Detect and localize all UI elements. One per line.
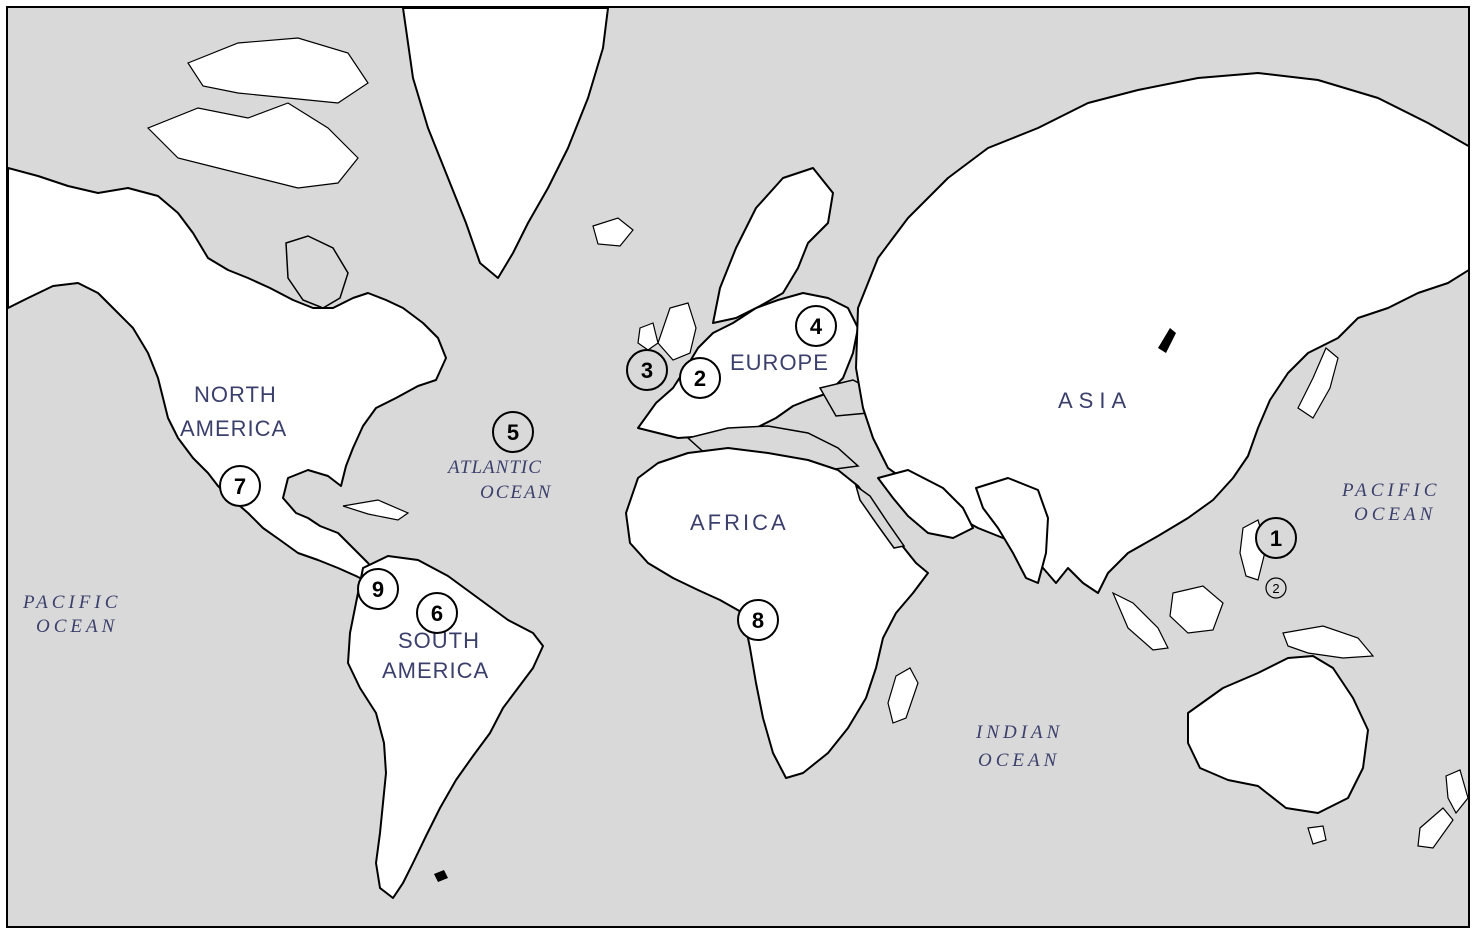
- marker-2-europe: 2: [679, 357, 721, 399]
- svg-text:4: 4: [810, 314, 823, 339]
- lake-baikal: [1158, 328, 1176, 353]
- new-zealand-north: [1445, 769, 1468, 815]
- svg-text:2: 2: [1272, 581, 1279, 596]
- label-pacific-ocean-east-line1: PACIFIC: [1341, 480, 1440, 501]
- japan: [1297, 347, 1339, 419]
- marker-3: 3: [626, 349, 668, 391]
- india: [975, 477, 1049, 584]
- falkland-islands: [434, 870, 448, 882]
- svg-text:8: 8: [752, 608, 764, 633]
- label-north-america-line2: AMERICA: [180, 416, 287, 441]
- arctic-islands: [146, 102, 359, 189]
- british-isles: [657, 302, 697, 361]
- svg-text:5: 5: [507, 420, 519, 445]
- marker-8: 8: [737, 599, 779, 641]
- borneo: [1169, 585, 1224, 634]
- new-zealand-south: [1417, 807, 1454, 849]
- label-atlantic-ocean-line1: ATLANTIC: [446, 457, 542, 478]
- tasmania: [1307, 825, 1327, 845]
- label-south-america-line2: AMERICA: [382, 658, 489, 683]
- ireland: [637, 322, 659, 351]
- arabian-peninsula: [877, 469, 974, 539]
- label-europe: EUROPE: [730, 350, 829, 375]
- label-indian-ocean-line2: OCEAN: [978, 750, 1060, 771]
- svg-text:3: 3: [641, 358, 653, 383]
- marker-9: 9: [357, 568, 399, 610]
- australia-landmass: [1187, 655, 1369, 814]
- label-pacific-ocean-west-line1: PACIFIC: [22, 592, 121, 613]
- label-pacific-ocean-west-line2: OCEAN: [36, 616, 118, 637]
- label-indian-ocean-line1: INDIAN: [975, 722, 1063, 743]
- cuba: [342, 499, 410, 521]
- madagascar: [887, 667, 919, 724]
- svg-text:9: 9: [372, 577, 384, 602]
- red-sea: [854, 484, 906, 549]
- svg-text:2: 2: [694, 366, 706, 391]
- map-canvas: NORTH AMERICA SOUTH AMERICA EUROPE ASIA …: [8, 8, 1468, 899]
- south-america-landmass: [347, 555, 544, 899]
- iceland: [592, 217, 634, 247]
- svg-text:1: 1: [1270, 526, 1282, 551]
- label-asia: ASIA: [1058, 388, 1132, 413]
- marker-7: 7: [219, 465, 261, 507]
- label-pacific-ocean-east-line2: OCEAN: [1354, 504, 1436, 525]
- sumatra: [1111, 591, 1169, 651]
- scandinavia: [712, 167, 834, 324]
- marker-1: 1: [1255, 517, 1297, 559]
- label-north-america-line1: NORTH: [194, 382, 277, 407]
- svg-text:6: 6: [431, 601, 443, 626]
- hudson-bay: [285, 235, 349, 309]
- marker-6: 6: [416, 592, 458, 634]
- svg-text:7: 7: [234, 474, 246, 499]
- label-atlantic-ocean-line2: OCEAN: [480, 482, 552, 503]
- north-america-landmass: [8, 167, 447, 584]
- marker-4: 4: [795, 305, 837, 347]
- greenland: [402, 8, 609, 279]
- marker-5: 5: [492, 411, 534, 453]
- marker-2-pacific: 2: [1265, 577, 1287, 599]
- arctic-islands-north: [187, 37, 369, 104]
- new-guinea: [1282, 625, 1375, 659]
- label-africa: AFRICA: [690, 510, 789, 535]
- world-map: NORTH AMERICA SOUTH AMERICA EUROPE ASIA …: [6, 6, 1470, 928]
